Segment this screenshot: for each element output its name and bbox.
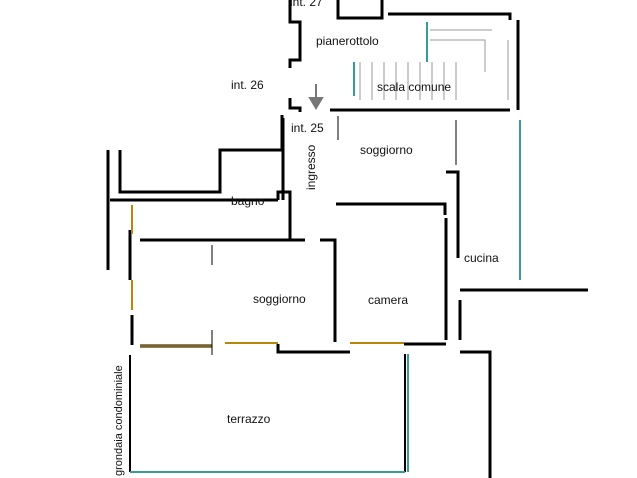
label-int-27: int. 27 (290, 0, 323, 9)
label-camera: camera (368, 293, 409, 307)
walls (106, 0, 588, 478)
label-pianerottolo: pianerottolo (316, 34, 379, 48)
label-grondaia-condominiale: grondaia condominiale (113, 365, 125, 476)
glass-elements (130, 22, 521, 473)
thin-partitions (211, 116, 457, 355)
label-bagno: bagno (231, 194, 265, 208)
label-int-25: int. 25 (291, 121, 324, 135)
label-terrazzo: terrazzo (227, 412, 271, 426)
label-cucina: cucina (464, 251, 499, 265)
ingress-arrow (308, 84, 324, 110)
label-soggiorno-top: soggiorno (360, 143, 413, 157)
stairs (359, 29, 509, 100)
label-ingresso: ingresso (304, 144, 318, 190)
window-frames (131, 205, 404, 347)
label-int-26: int. 26 (231, 78, 264, 92)
label-soggiorno-main: soggiorno (253, 292, 306, 306)
label-scala-comune: scala comune (377, 80, 452, 94)
